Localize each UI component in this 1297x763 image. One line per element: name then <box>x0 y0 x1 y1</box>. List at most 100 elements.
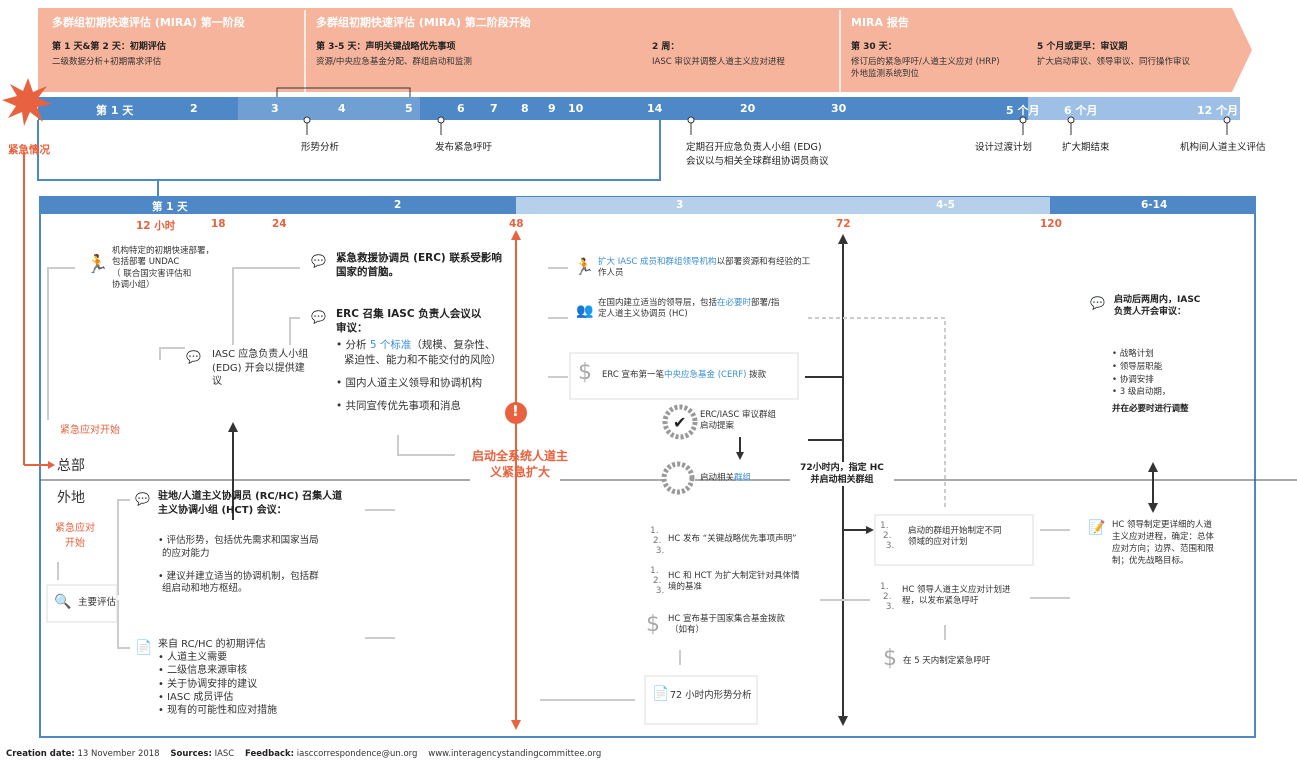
tl-day8: 8 <box>521 102 529 115</box>
chat-icon-3: 💬 <box>311 310 326 324</box>
org-chart-icon: 👥 <box>576 303 594 319</box>
activate-link[interactable]: 群组 <box>734 473 752 483</box>
rchc-l2: 主义协调小组 (HCT) 会议： <box>158 504 287 516</box>
hour-18: 18 <box>211 218 226 230</box>
tl-day10: 10 <box>568 102 584 115</box>
hour-12: 12 小时 <box>136 220 176 232</box>
erc-principals: ERC 召集 IASC 负责人会议以 审议： • 分析 5 个标准（规模、复杂性… <box>336 307 502 413</box>
below-scaleup-end: 扩大期结束 <box>1062 142 1110 153</box>
system-wide-scaleup: 启动全系统人道主 义紧急扩大 <box>464 448 576 480</box>
feedback-email[interactable]: iasccorrespondence@un.org <box>296 749 418 759</box>
edg-l1: IASC 应急负责人小组 <box>212 349 309 360</box>
activate-a: 启动相关 <box>700 473 735 483</box>
init-3: • 关于协调安排的建议 <box>158 678 258 690</box>
lead-l2: 定人道主义协调员 (HC) <box>598 309 688 320</box>
hour-120: 120 <box>1040 218 1062 230</box>
edg-meeting: IASC 应急负责人小组 (EDG) 开会以提供建 议 <box>212 348 308 389</box>
cluster-review: ERC/IASC 审议群组 启动提案 <box>700 410 776 433</box>
tl-day2: 2 <box>190 102 198 115</box>
init-1: • 人道主义需要 <box>158 652 228 664</box>
tl-day30: 30 <box>831 102 847 115</box>
expand-b: 以部署资源和有经验的工 <box>716 257 811 267</box>
hour-24: 24 <box>272 218 287 230</box>
col4-sub1: 修订后的紧急呼吁/人道主义应对 (HRP) <box>851 57 1000 67</box>
tl-month6: 6 个月 <box>1064 104 1098 117</box>
hc-plan: HC 领导人道主义应对计划进 程，以发布紧急呼吁 <box>902 585 1011 608</box>
principals-l2: 负责人开会审议： <box>1114 307 1187 318</box>
field-start-l2: 开始 <box>65 538 85 549</box>
init-2: • 二级信息来源审核 <box>158 665 248 677</box>
cerf-a: ERC 宣布第一笔 <box>602 370 664 380</box>
list-num-icon: 1. 2. 3. <box>650 526 665 556</box>
timeline-bar <box>38 97 238 120</box>
pooled-fund: HC 宣布基于国家集合基金拨款 （如有） <box>668 614 785 637</box>
scale-l2: 义紧急扩大 <box>489 465 550 480</box>
agency-l1: 机构特定的初期快速部署， <box>112 246 215 256</box>
col1-sub: 二级数据分析+初期需求评估 <box>52 57 162 67</box>
cluster-ring-icon <box>661 461 695 495</box>
below-edg2: 会议以与相关全球群组协调员商议 <box>686 156 829 167</box>
alert-icon <box>505 402 527 424</box>
main-eval: 主要评估 <box>78 597 117 608</box>
agency-l4: 协调小组） <box>112 280 155 291</box>
sources: IASC <box>214 749 235 759</box>
chat-icon-5: 💬 <box>135 492 150 506</box>
chat-icon: 💬 <box>186 350 201 364</box>
below-iahe: 机构间人道主义评估 <box>1180 142 1266 153</box>
hdr-day2: 2 <box>394 199 402 211</box>
creation-date: 13 November 2018 <box>77 749 160 759</box>
b1b: （规模、复杂性、 <box>411 339 496 352</box>
hc-72h: 72小时内，指定 HC 并启动相关群组 <box>790 462 894 487</box>
bullet-advocacy: • 共同宣传优先事项和消息 <box>336 399 462 412</box>
col2-sub: 资源/中央应急基金分配、群组启动和监测 <box>316 57 472 67</box>
hc72-l2: 并启动相关群组 <box>810 475 874 486</box>
hc-final-l1: HC 领导制定更详细的人道 <box>1112 520 1213 530</box>
plist-1: • 战略计划 <box>1112 349 1154 359</box>
field-start-l1: 紧急应对 <box>55 523 95 534</box>
col1-heading: 第 1 天&第 2 天：初期评估 <box>52 42 166 52</box>
principals-review: 启动后两周内，IASC 负责人开会审议： <box>1114 294 1200 318</box>
dollar-icon-2: $ <box>646 612 660 637</box>
dollar-icon-3: $ <box>883 646 897 671</box>
edg-l2: (EDG) 开会以提供建 <box>212 362 305 374</box>
lead-link[interactable]: 在必要时 <box>717 298 752 308</box>
b1a: • 分析 <box>336 339 370 352</box>
hc-final-l4: 制；优先战略目标。 <box>1112 555 1189 566</box>
hour-48: 48 <box>509 218 524 230</box>
plist-adjust: 并在必要时进行调整 <box>1112 404 1189 414</box>
hq-response-start: 紧急应对开始 <box>60 425 120 436</box>
cluster-l1: 启动的群组开始制定不同 <box>908 526 1002 536</box>
below-appeal: 发布紧急呼吁 <box>435 142 493 153</box>
tl-day5: 5 <box>405 102 413 115</box>
hour-72: 72 <box>836 218 851 230</box>
hc-plan-l1: HC 领导人道主义应对计划进 <box>902 585 1011 595</box>
agency-l3: （ 联合国灾害评估和 <box>112 268 192 279</box>
init-title: 来自 RC/HC 的初期评估 <box>158 639 266 650</box>
below-situation: 形势分析 <box>301 142 340 153</box>
hq-label: 总部 <box>57 458 85 474</box>
scale-l1: 启动全系统人道主 <box>471 449 568 463</box>
leadership: 在国内建立适当的领导层，包括在必要时部署/指 定人道主义协调员 (HC) <box>598 298 779 321</box>
website-link[interactable]: www.interagencystandingcommittee.org <box>428 749 602 759</box>
hc-final: HC 领导制定更详细的人道 主义应对进程，确定：总体 应对方向；边界、范围和限 … <box>1112 520 1214 568</box>
five-criteria-link[interactable]: 5 个标准 <box>369 339 412 352</box>
document-icon-2: 📄 <box>652 686 670 702</box>
agency-deploy: 机构特定的初期快速部署， 包括部署 UNDAC （ 联合国灾害评估和 协调小组） <box>112 246 232 292</box>
tl-day3: 3 <box>271 102 279 115</box>
chat-icon-4: 💬 <box>1090 296 1105 310</box>
edit-icon: 📝 <box>1088 520 1106 536</box>
tl-day6: 6 <box>457 102 465 115</box>
list-num-icon-2: 1. 2. 3. <box>650 566 665 596</box>
hc-final-l3: 应对方向；边界、范围和限 <box>1112 543 1215 554</box>
tl-month12: 12 个月 <box>1197 104 1239 117</box>
col4-heading: 第 30 天： <box>851 42 897 52</box>
erc2-l1: ERC 召集 IASC 负责人会议以 <box>336 308 482 320</box>
document-icon: 📄 <box>135 640 153 656</box>
expand-link[interactable]: 扩大 IASC 成员和群组领导机构 <box>598 257 717 267</box>
tl-day1: 第 1 天 <box>96 104 134 117</box>
situation-72h: 72 小时内形势分析 <box>670 690 752 701</box>
pool-l1: HC 宣布基于国家集合基金拨款 <box>668 614 786 624</box>
cerf-link[interactable]: 中央应急基金 (CERF) <box>664 370 747 380</box>
edg-l3: 议 <box>212 376 222 387</box>
below-edg1: 定期召开应急负责人小组 (EDG) <box>686 142 822 153</box>
